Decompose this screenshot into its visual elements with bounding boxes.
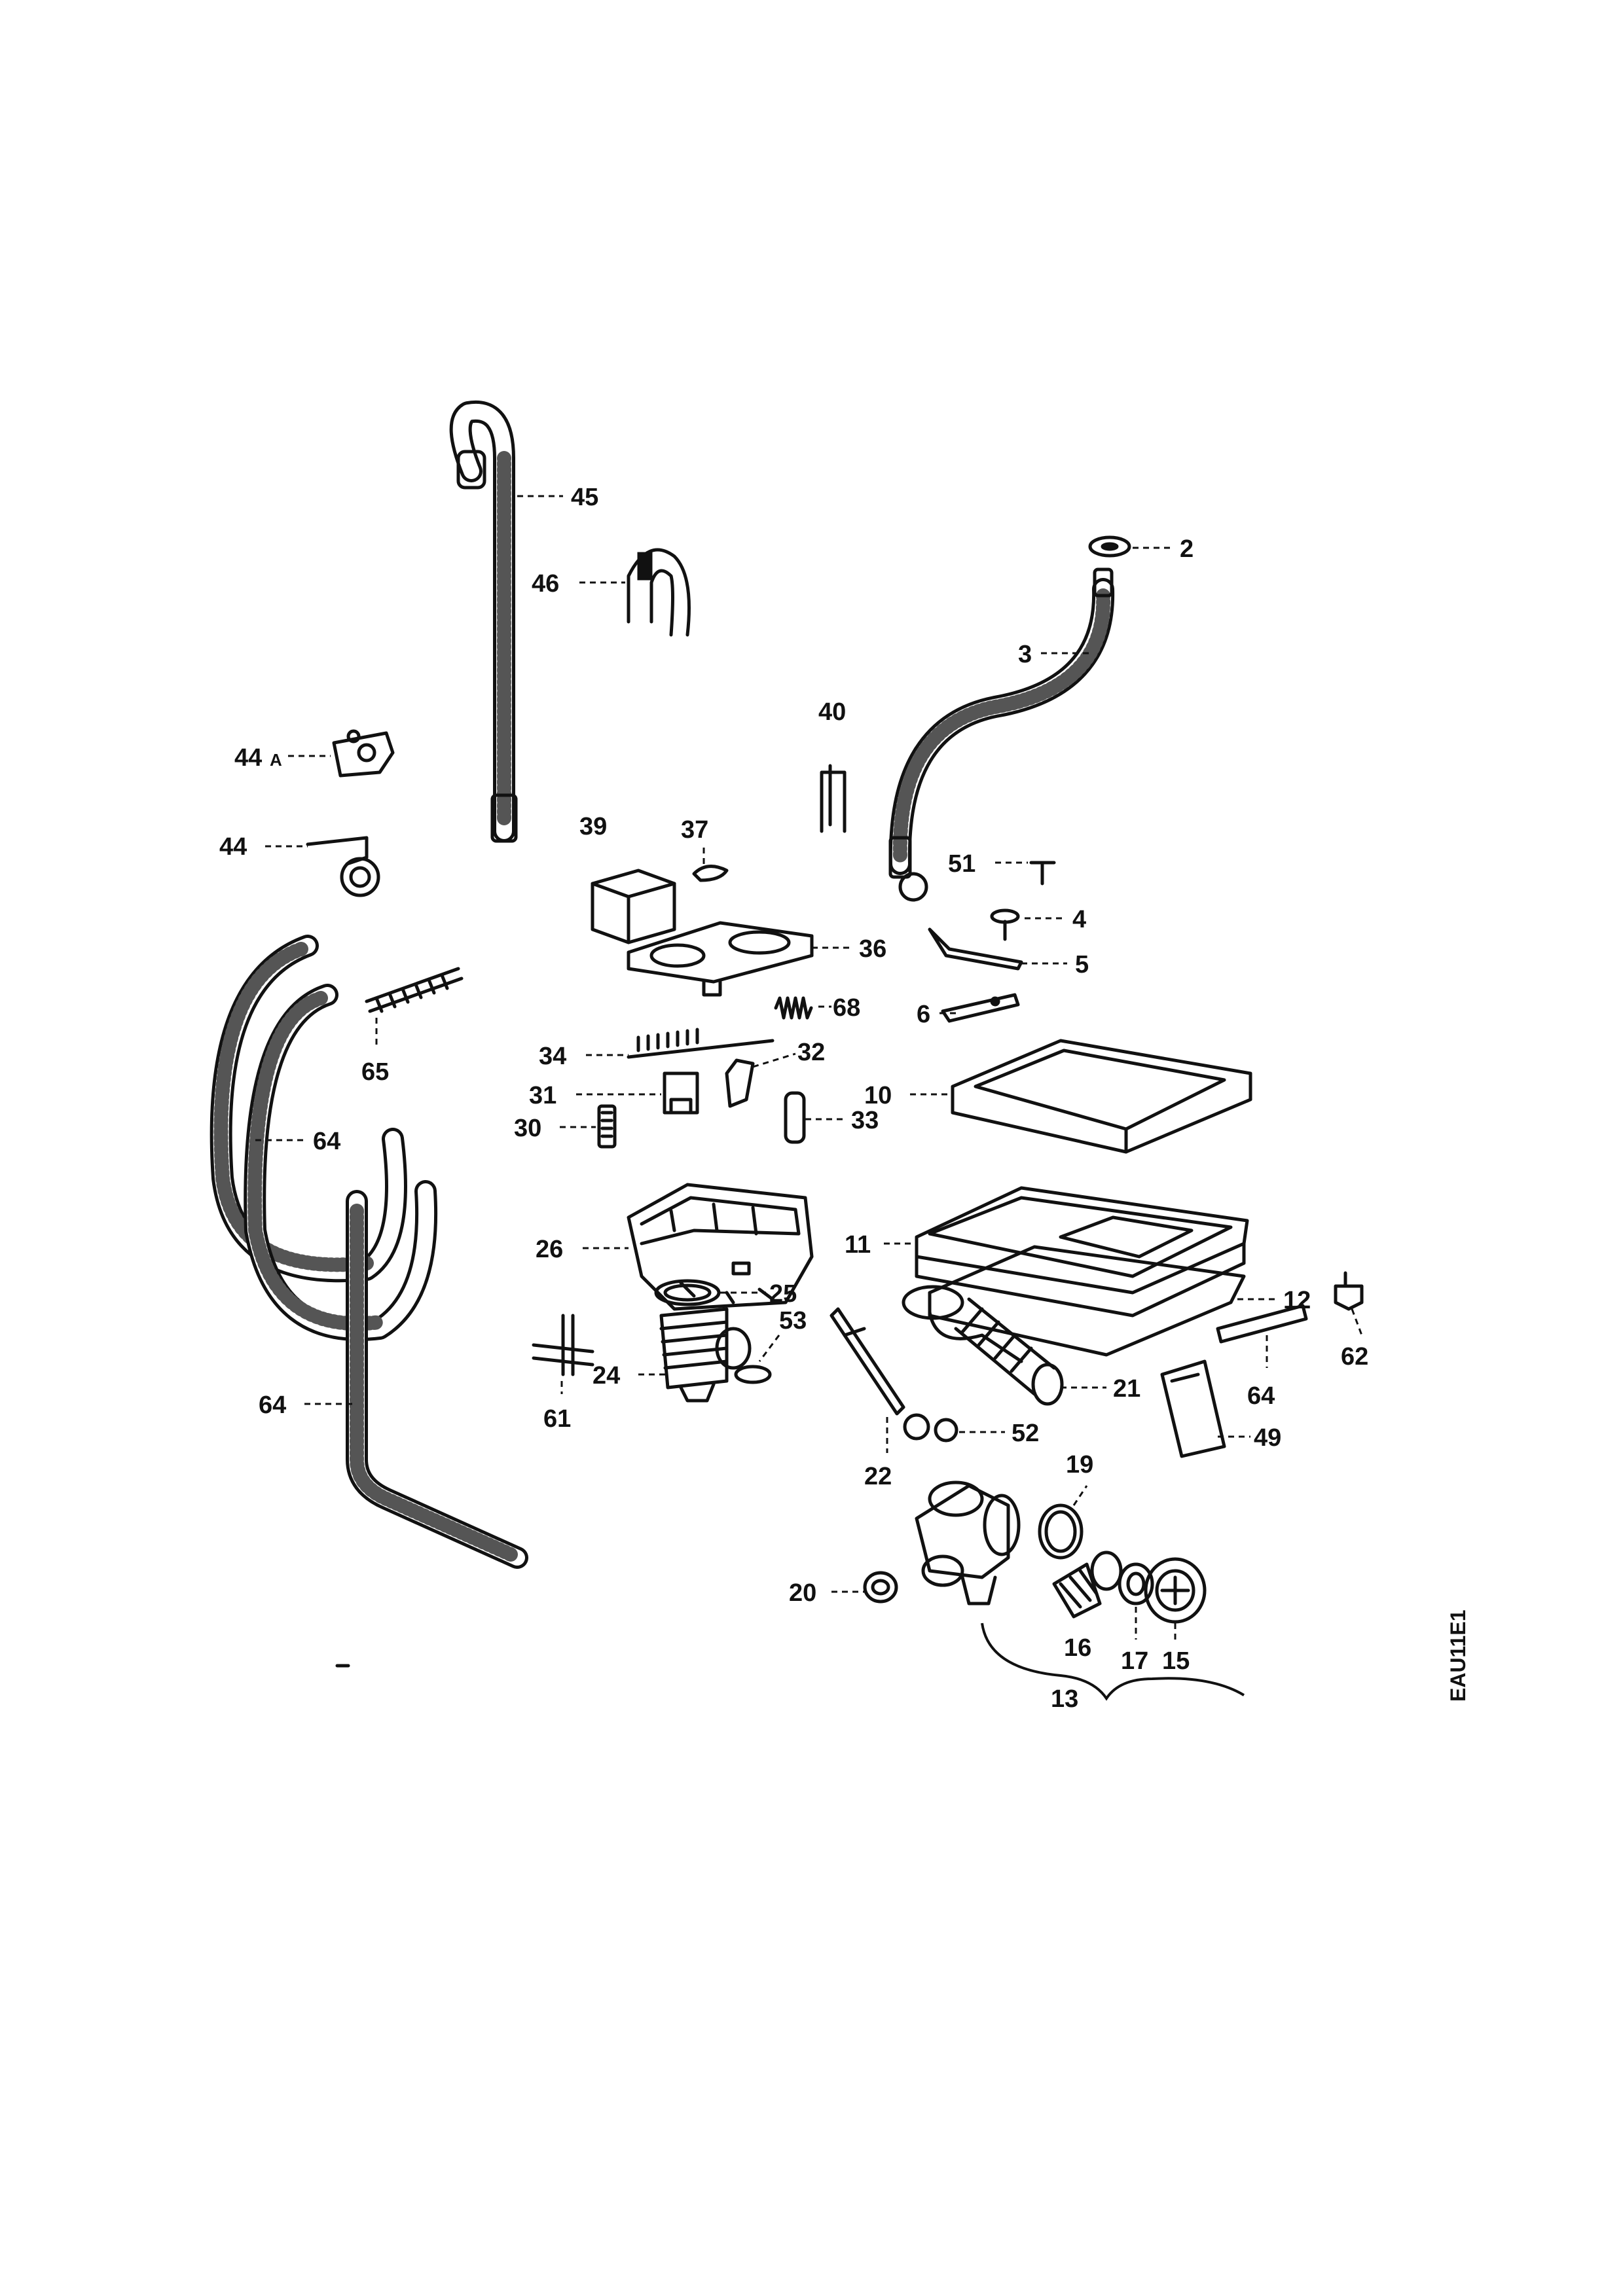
part-34-comb-bar <box>627 1028 775 1059</box>
label-19: 19 <box>1066 1451 1093 1479</box>
part-44a-clamp <box>332 729 395 778</box>
part-52-clamp <box>903 1413 958 1443</box>
label-45: 45 <box>571 484 598 511</box>
part-24-bellows <box>659 1307 752 1403</box>
leader-32 <box>752 1052 796 1068</box>
label-34: 34 <box>539 1043 566 1070</box>
part-15-filter-cap <box>1144 1557 1207 1624</box>
label-61: 61 <box>543 1405 571 1433</box>
part-31-siphon-cap <box>663 1071 699 1115</box>
part-64-short-hose <box>1216 1304 1308 1344</box>
label-13: 13 <box>1051 1685 1078 1713</box>
part-68-spring <box>774 996 813 1020</box>
part-65-spring <box>365 967 464 1013</box>
part-11-tray <box>915 1186 1249 1318</box>
label-40: 40 <box>818 698 846 726</box>
bracket-13 <box>981 1623 1245 1701</box>
label-65: 65 <box>361 1058 389 1086</box>
part-30-filter <box>597 1104 617 1149</box>
part-64-l-hose <box>346 1190 528 1569</box>
label-46: 46 <box>532 570 559 598</box>
label-4: 4 <box>1072 906 1086 933</box>
label-3: 3 <box>1018 641 1032 668</box>
label-31: 31 <box>529 1082 556 1109</box>
label-2: 2 <box>1180 535 1194 563</box>
label-10: 10 <box>864 1082 892 1109</box>
part-46-hose-guide <box>627 548 691 637</box>
label-52: 52 <box>1012 1420 1039 1447</box>
part-3-fill-hose <box>888 567 1115 902</box>
label-62: 62 <box>1341 1343 1368 1371</box>
part-32-flap <box>725 1058 755 1108</box>
part-49-flap <box>1160 1359 1226 1458</box>
part-53-clamp-ring <box>734 1365 772 1384</box>
part-37-small-clip <box>692 865 729 882</box>
label-15: 15 <box>1162 1647 1190 1675</box>
label-11: 11 <box>845 1231 871 1259</box>
label-64a: 64 <box>313 1128 340 1155</box>
label-44: 44 <box>219 833 247 861</box>
part-17-seal <box>1118 1562 1154 1605</box>
label-25: 25 <box>769 1280 797 1308</box>
part-10-tray-lid <box>951 1039 1252 1154</box>
part-22-drain-pipe <box>830 1307 905 1416</box>
part-4-screw <box>990 908 1020 941</box>
label-5: 5 <box>1075 951 1089 978</box>
label-64b: 64 <box>259 1391 286 1419</box>
part-39-valve-box <box>591 869 676 944</box>
part-40-clip <box>820 764 847 833</box>
label-17: 17 <box>1121 1647 1148 1675</box>
part-5-lever <box>928 927 1023 971</box>
label-53: 53 <box>779 1307 807 1335</box>
label-16: 16 <box>1064 1634 1091 1662</box>
part-20-cap <box>863 1571 898 1604</box>
part-16-impeller <box>1052 1551 1123 1619</box>
label-36: 36 <box>859 935 886 963</box>
part-36-dispenser-lid <box>627 921 814 997</box>
part-2-washer <box>1088 535 1131 558</box>
part-44-valve-bracket <box>306 836 380 897</box>
part-64-curved-hoses <box>210 935 438 1342</box>
label-22: 22 <box>864 1463 892 1490</box>
label-20: 20 <box>789 1579 816 1607</box>
part-6-latch <box>941 993 1020 1023</box>
part-61-t-connector <box>532 1314 594 1376</box>
part-21-drain-bellows <box>902 1285 1064 1406</box>
label-6: 6 <box>917 1001 930 1028</box>
part-51-screw <box>1029 861 1056 886</box>
label-51: 51 <box>948 850 976 878</box>
part-19-ring <box>1038 1503 1084 1560</box>
leader-53 <box>758 1335 780 1362</box>
part-62-connector <box>1334 1271 1364 1311</box>
label-33: 33 <box>851 1107 879 1134</box>
label-64c: 64 <box>1247 1382 1275 1410</box>
label-32: 32 <box>797 1039 825 1066</box>
part-33-tube <box>784 1091 806 1144</box>
part-25-o-ring <box>654 1279 721 1306</box>
label-39: 39 <box>579 813 607 840</box>
label-68: 68 <box>833 994 860 1022</box>
label-26: 26 <box>536 1236 563 1263</box>
leader-62 <box>1351 1308 1363 1336</box>
part-13-pump-assembly <box>915 1480 1021 1605</box>
label-44a-suffix: A <box>270 750 282 770</box>
label-44a: 44 <box>234 744 262 772</box>
part-45-inlet-hose <box>449 400 518 843</box>
label-30: 30 <box>514 1115 541 1142</box>
label-37: 37 <box>681 816 708 844</box>
leader-19 <box>1072 1485 1088 1506</box>
drawing-code: EAU11E1 <box>1446 1609 1470 1702</box>
label-49: 49 <box>1254 1424 1281 1452</box>
label-21: 21 <box>1113 1375 1140 1403</box>
label-24: 24 <box>593 1362 620 1390</box>
